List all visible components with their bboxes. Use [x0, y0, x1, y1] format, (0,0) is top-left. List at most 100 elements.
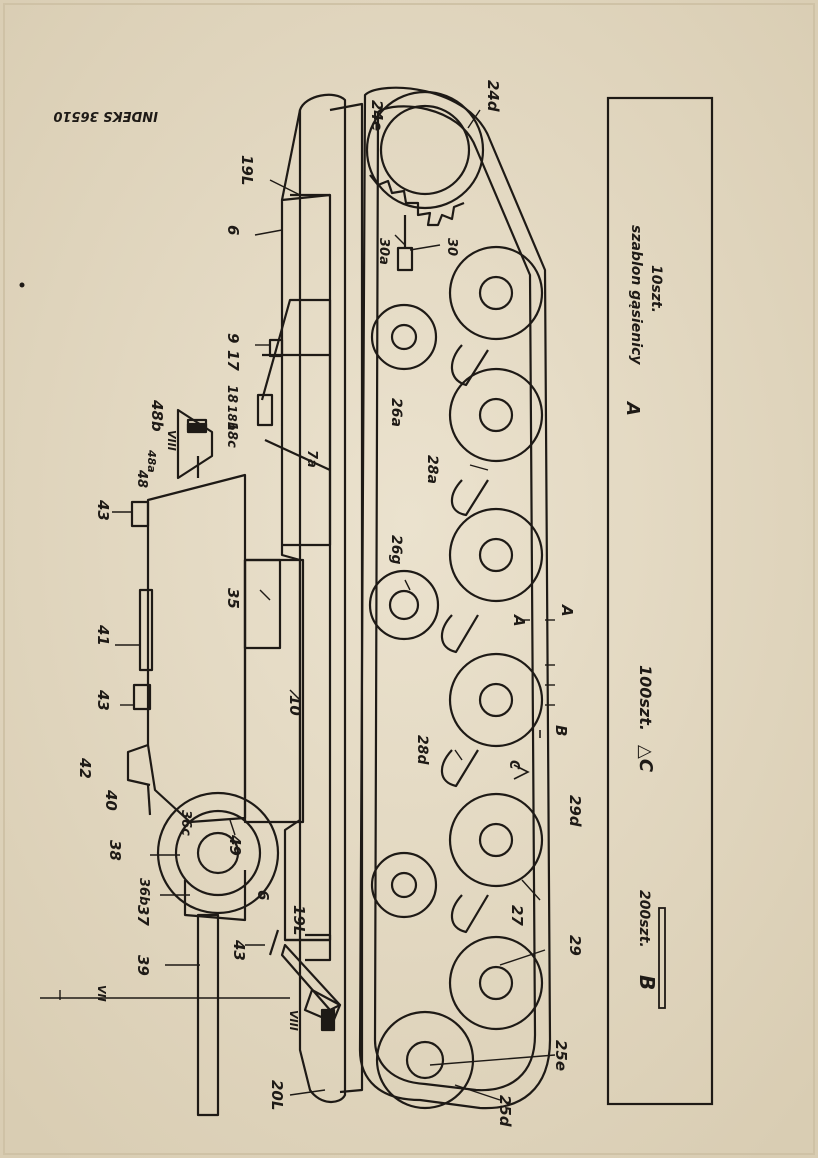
- legend-C-count: 100szt.: [636, 665, 655, 731]
- label-43-c: 43: [230, 939, 248, 961]
- return-roller-1: [370, 303, 438, 371]
- track-inner: [373, 105, 537, 1092]
- hull-line-b: [264, 439, 331, 471]
- label-18: 18: [224, 385, 239, 403]
- road-wheel-3: [448, 507, 544, 603]
- drive-wheel-inner: [379, 104, 471, 196]
- page-border: [3, 3, 815, 1155]
- label-VII: VII: [95, 985, 108, 1002]
- gun-barrel-39: [196, 913, 220, 1117]
- fender-inner: [329, 102, 364, 1094]
- fender: [298, 93, 347, 1103]
- label-36c: 36c: [178, 810, 193, 836]
- index-code: INDEKS 36510: [53, 108, 158, 123]
- return-roller-1-hub: [390, 323, 418, 351]
- turret-periscope-43b: [132, 683, 152, 711]
- label-6-front: 6: [224, 225, 242, 235]
- label-19L-front: 19L: [238, 155, 256, 185]
- part-labels: 24e 24d 30a 30 19L 6 9 17 7a 18c 18b 18 …: [76, 80, 584, 1127]
- turret-hatch-41: [138, 588, 154, 672]
- swing-arm-5: [450, 894, 489, 934]
- label-28d: 28d: [414, 735, 430, 765]
- hull-hatch-18: [256, 393, 274, 427]
- label-28a: 28a: [424, 455, 440, 484]
- rear-exhaust-19L: [305, 933, 332, 962]
- legend-A-count: 10szt.: [648, 265, 664, 313]
- label-VIII-bottom: VIII: [287, 1010, 300, 1031]
- label-C: C: [506, 760, 521, 770]
- label-25e: 25e: [552, 1040, 570, 1071]
- road-wheel-2-hub: [478, 397, 514, 433]
- road-wheel-3-hub: [478, 537, 514, 573]
- label-A-2: A: [558, 604, 576, 617]
- label-29: 29: [566, 935, 584, 956]
- hull-front-plate: [280, 109, 302, 201]
- legend-C-label: △C: [635, 745, 656, 773]
- label-27: 27: [508, 905, 526, 926]
- label-25d: 25d: [496, 1095, 514, 1127]
- road-wheel-5: [448, 792, 544, 888]
- legend-B-count: 200szt.: [636, 890, 652, 948]
- periscope-48-cone: [176, 408, 214, 480]
- return-roller-2-hub: [388, 589, 420, 621]
- road-wheel-6-hub: [478, 965, 514, 1001]
- label-24e: 24e: [368, 100, 386, 131]
- swing-arm-1: [450, 344, 489, 387]
- paper-spot: [19, 282, 25, 288]
- hull-front-slope: [260, 298, 332, 547]
- label-39: 39: [134, 955, 152, 976]
- label-7a: 7a: [304, 450, 319, 468]
- label-36b: 36b: [136, 878, 151, 905]
- turret-periscope-43a: [130, 500, 150, 528]
- road-wheel-5-hub: [478, 822, 514, 858]
- legend-B-letter: B: [635, 975, 659, 990]
- road-wheel-1-hub: [478, 275, 514, 311]
- legend-frame: [606, 96, 714, 1106]
- label-48a: 48a: [145, 449, 158, 473]
- leader-lines: [40, 109, 556, 1101]
- gun-mantlet-inner: [196, 831, 240, 875]
- turret-rear-40: [146, 784, 152, 816]
- return-roller-3: [370, 851, 438, 919]
- label-42: 42: [76, 757, 94, 779]
- return-roller-2: [368, 569, 440, 641]
- label-B: B: [552, 725, 570, 736]
- label-VIII-top: VIII: [165, 430, 178, 451]
- gun-mantlet-outer: [156, 791, 280, 915]
- swing-arm-4: [440, 749, 479, 788]
- label-A-1: A: [510, 614, 528, 627]
- drive-sprocket-teeth: [369, 174, 465, 227]
- swing-arm-3: [440, 614, 479, 654]
- idler-wheel-outer: [375, 1010, 475, 1110]
- label-17: 17: [224, 350, 242, 371]
- label-38: 38: [106, 840, 124, 861]
- label-43-b: 43: [94, 689, 112, 711]
- road-wheel-2: [448, 367, 544, 463]
- turret-cupola-42: [126, 743, 151, 787]
- label-41: 41: [94, 624, 112, 646]
- label-43-a: 43: [94, 499, 112, 521]
- label-40: 40: [102, 789, 120, 811]
- return-roller-3-hub: [390, 871, 418, 899]
- legend-A-caption: szablon gąsienicy: [628, 225, 644, 365]
- track-outer: [358, 86, 552, 1110]
- legend-A-letter: A: [622, 400, 643, 416]
- periscope-VIII-top-cap: [186, 422, 208, 434]
- label-35: 35: [224, 588, 242, 609]
- gun-mount-37: [183, 870, 247, 922]
- marker-shapes: [513, 730, 541, 780]
- swing-arm-2: [450, 479, 489, 517]
- label-26a: 26a: [388, 398, 404, 427]
- hull-hatch-9: [268, 338, 284, 358]
- road-wheel-6: [448, 935, 544, 1031]
- label-49: 49: [226, 834, 244, 856]
- tank-drawing: [126, 86, 552, 1117]
- label-37: 37: [134, 905, 152, 926]
- label-29d: 29d: [566, 795, 584, 827]
- periscope-VIII-bottom-cap: [320, 1008, 336, 1032]
- rear-light-43: [268, 929, 280, 956]
- road-wheel-4: [448, 652, 544, 748]
- label-30a: 30a: [376, 238, 391, 265]
